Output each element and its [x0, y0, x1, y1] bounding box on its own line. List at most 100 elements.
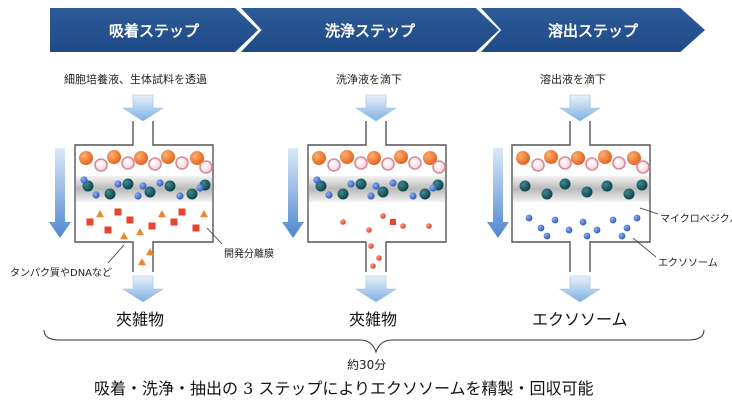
microvesicle	[559, 178, 571, 190]
microvesicle	[623, 188, 635, 200]
step-header-wash: 洗浄ステップ	[241, 8, 499, 52]
microvesicle	[104, 188, 116, 200]
large-vesicle	[367, 151, 381, 165]
contaminant	[390, 219, 396, 225]
proteins-label: タンパク質やDNAなど	[10, 268, 113, 279]
contaminant	[380, 213, 386, 219]
exosome	[156, 179, 164, 187]
exosome	[134, 192, 142, 200]
large-vesicle	[354, 156, 368, 170]
exosome	[196, 184, 204, 192]
microvesicle	[397, 180, 409, 192]
microvesicle	[541, 188, 553, 200]
microvesicle	[144, 186, 156, 198]
contaminant	[192, 224, 200, 232]
large-vesicle	[544, 150, 558, 164]
large-vesicle	[134, 151, 148, 165]
microvesicle-label: マイクロベジクル	[660, 214, 732, 225]
contaminant	[138, 258, 146, 266]
contaminant	[376, 255, 382, 261]
contaminant	[96, 210, 104, 218]
large-vesicle	[531, 158, 545, 172]
contaminant	[126, 216, 134, 224]
exosome	[313, 176, 321, 184]
total-time: 約30分	[347, 358, 387, 372]
outflow-arrow	[558, 275, 602, 303]
leader-line	[107, 244, 125, 264]
exosome	[583, 232, 591, 240]
large-vesicle	[627, 151, 641, 165]
large-vesicle	[94, 158, 108, 172]
exosome	[525, 214, 533, 222]
large-vesicle	[199, 160, 213, 174]
large-vesicle	[636, 160, 650, 174]
contaminant	[120, 232, 128, 240]
exosome	[176, 192, 184, 200]
large-vesicle	[585, 157, 599, 171]
inflow-arrow	[558, 94, 602, 122]
exosome	[565, 226, 573, 234]
step-result: 夾雑物	[349, 310, 398, 329]
step-title: 吸着ステップ	[108, 21, 199, 40]
filter-column	[74, 121, 214, 272]
microvesicle	[122, 178, 134, 190]
large-vesicle	[312, 151, 326, 165]
step-instruction: 洗浄液を滴下	[336, 73, 402, 86]
microvesicle	[519, 180, 531, 192]
large-vesicle	[558, 156, 572, 170]
step-header-adsorption: 吸着ステップ	[50, 8, 258, 52]
step-result: エクソソーム	[532, 310, 628, 329]
step-title: 洗浄ステップ	[324, 21, 415, 40]
contaminant	[86, 218, 94, 226]
flow-direction-arrow	[487, 148, 509, 238]
flow-direction-arrow	[282, 148, 304, 238]
filter-column	[307, 121, 447, 272]
leader-line	[206, 227, 223, 245]
leader-line	[639, 207, 659, 215]
exosome	[347, 180, 355, 188]
large-vesicle	[394, 150, 408, 164]
inflow-arrow	[121, 94, 165, 122]
large-vesicle	[516, 151, 530, 165]
microvesicle	[164, 180, 176, 192]
time-bracket	[43, 329, 705, 354]
particles	[79, 150, 650, 269]
large-vesicle	[571, 151, 585, 165]
exosome	[114, 180, 122, 188]
contaminant	[340, 219, 346, 225]
exosome	[633, 214, 641, 222]
exosome	[325, 191, 333, 199]
contaminant	[158, 210, 166, 218]
inflow-arrow	[354, 94, 398, 122]
large-vesicle	[175, 156, 189, 170]
contaminant	[370, 263, 376, 269]
exosome	[367, 192, 375, 200]
exosome	[593, 226, 601, 234]
large-vesicle	[121, 156, 135, 170]
contaminant	[178, 208, 186, 216]
contaminant	[104, 226, 112, 234]
exosome	[429, 184, 437, 192]
exosome	[543, 232, 551, 240]
exosome	[618, 232, 626, 240]
large-vesicle	[79, 151, 93, 165]
step-result: 夾雑物	[116, 310, 165, 329]
exosome	[579, 218, 587, 226]
step-header-elution: 溶出ステップ	[481, 8, 705, 52]
large-vesicle	[423, 151, 437, 165]
contaminant	[146, 248, 154, 256]
microvesicle	[601, 180, 613, 192]
contaminant	[368, 243, 374, 249]
exosome	[409, 192, 417, 200]
membrane-label: 開発分離膜	[224, 249, 274, 260]
contaminant	[400, 223, 406, 229]
contaminant	[136, 228, 144, 236]
large-vesicle	[340, 150, 354, 164]
outflow-arrow	[354, 275, 398, 303]
contaminant	[148, 222, 156, 230]
filter-column	[511, 121, 651, 272]
exosome	[537, 224, 545, 232]
contaminant	[170, 218, 178, 226]
